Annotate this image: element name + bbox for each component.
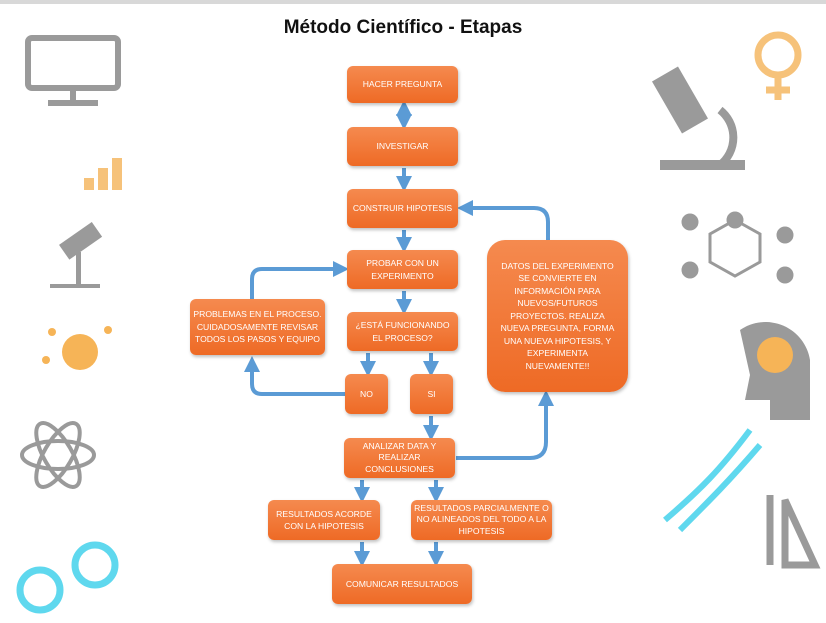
box-probar-experimento: PROBAR CON UN EXPERIMENTO (347, 250, 458, 289)
box-problemas-proceso: PROBLEMAS EN EL PROCESO. CUIDADOSAMENTE … (190, 299, 325, 355)
top-bar (0, 0, 826, 4)
chart-growth-icon (84, 158, 122, 190)
box-datos-experimento: DATOS DEL EXPERIMENTO SE CONVIERTE EN IN… (487, 240, 628, 392)
box-no: NO (345, 374, 388, 414)
female-symbol-icon (754, 31, 802, 100)
diagram-title: Método Científico - Etapas (283, 17, 523, 38)
box-esta-funcionando: ¿ESTÁ FUNCIONANDO EL PROCESO? (347, 312, 458, 351)
box-construir-hipotesis: CONSTRUIR HIPOTESIS (347, 189, 458, 228)
box-si: SI (410, 374, 453, 414)
glasses-icon (16, 541, 119, 614)
dna-icon (663, 428, 763, 533)
arrow-analizar-to-datos (456, 390, 554, 460)
arrow-no-to-problemas (244, 356, 345, 396)
box-resultados-parciales: RESULTADOS PARCIALMENTE O NO ALINEADOS D… (411, 500, 552, 540)
sun-icon (42, 326, 112, 370)
box-investigar: INVESTIGAR (347, 127, 458, 166)
box-comunicar-resultados: COMUNICAR RESULTADOS (332, 564, 472, 604)
microscope-icon (652, 66, 745, 170)
box-hacer-pregunta: HACER PREGUNTA (347, 66, 458, 103)
arrow-problemas-to-probar (250, 261, 349, 299)
brain-head-icon (740, 322, 810, 420)
ruler-triangle-icon (766, 495, 821, 569)
molecule-icon (681, 211, 794, 284)
atom-icon (20, 421, 96, 489)
box-resultados-acorde: RESULTADOS ACORDE CON LA HIPOTESIS (268, 500, 380, 540)
arrow-datos-to-construir (457, 200, 550, 240)
box-analizar-data: ANALIZAR DATA Y REALIZAR CONCLUSIONES (344, 438, 455, 478)
monitor-icon (25, 35, 121, 106)
telescope-icon (50, 221, 103, 288)
